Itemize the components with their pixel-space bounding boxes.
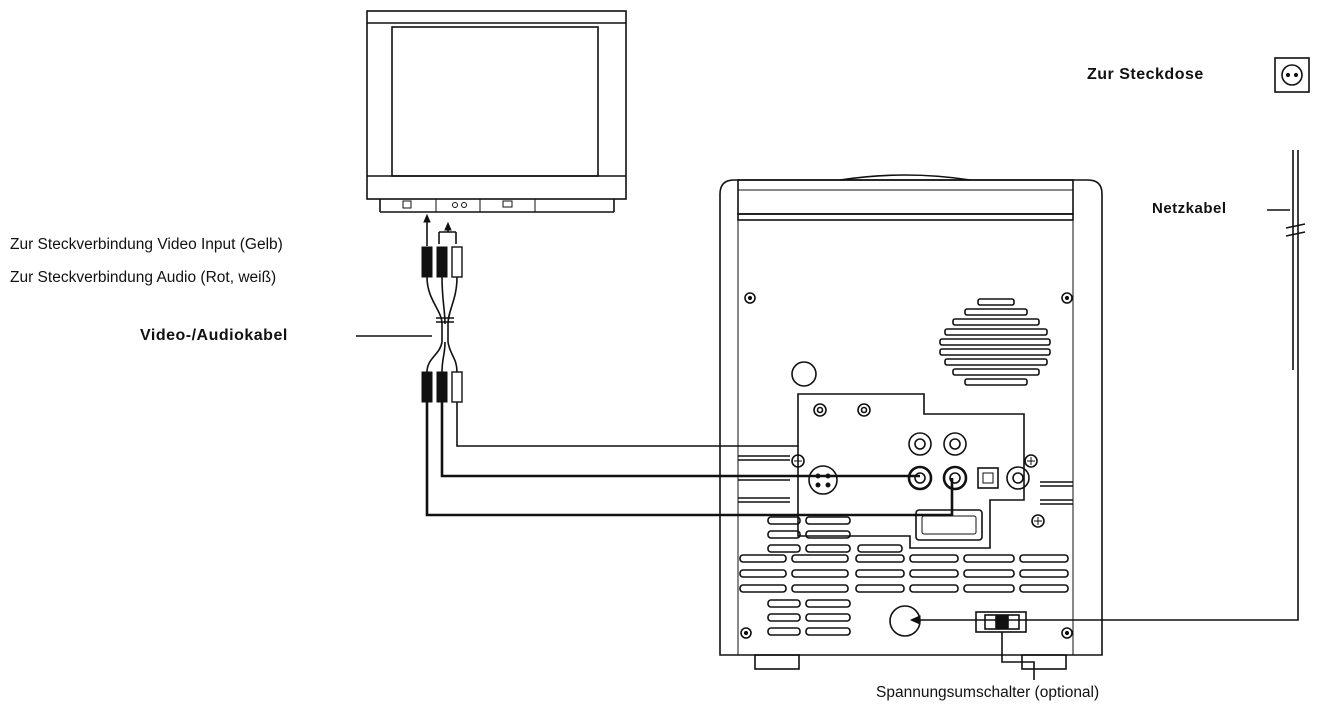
device-rear-view — [719, 174, 1103, 680]
screw-top-left — [744, 292, 756, 304]
power-cable — [909, 57, 1310, 625]
tv-jack-2 — [461, 202, 467, 208]
wall-socket-icon — [1274, 57, 1310, 93]
screw-top-right — [1061, 292, 1073, 304]
screw-bottom-left — [740, 627, 752, 639]
label-av-cable: Video-/Audiokabel — [140, 327, 288, 344]
device-top-panel — [737, 179, 1074, 215]
jack-audio-out-1 — [908, 432, 932, 456]
voltage-switch — [975, 611, 1027, 633]
jack-video — [942, 465, 968, 491]
plug-red-bottom — [436, 371, 448, 403]
wire-power — [920, 370, 1299, 621]
label-video-input: Zur Steckverbindung Video Input (Gelb) — [10, 236, 283, 253]
plug-video-bottom — [421, 371, 433, 403]
plug-video-top — [421, 246, 433, 278]
tv-jack-1 — [452, 202, 458, 208]
tv-illustration — [366, 10, 627, 213]
vent-slots — [739, 516, 1069, 636]
wire-white — [456, 402, 798, 447]
scart-port — [915, 509, 983, 541]
plug-red-top — [436, 246, 448, 278]
wire-red — [440, 402, 920, 478]
av-cable — [356, 213, 954, 517]
s-video-jack — [808, 465, 838, 495]
jack-audio-out-2 — [943, 432, 967, 456]
speaker-vent — [939, 298, 1051, 386]
plug-white-top — [451, 246, 463, 278]
connector-panel — [797, 393, 1025, 549]
wire-video — [425, 402, 954, 517]
label-socket: Zur Steckdose — [1087, 66, 1204, 83]
device-foot-left — [754, 654, 800, 670]
screw-bottom-right — [1061, 627, 1073, 639]
antenna-jack — [791, 361, 817, 387]
label-voltage-switch: Spannungsumschalter (optional) — [876, 684, 1100, 701]
label-leader-switch — [1001, 632, 1035, 680]
jack-coax — [1006, 466, 1030, 490]
tv-outer-frame — [366, 10, 627, 200]
label-audio: Zur Steckverbindung Audio (Rot, weiß) — [10, 269, 277, 286]
label-power-cable: Netzkabel — [1152, 200, 1227, 217]
optical-port — [977, 467, 999, 489]
tv-screen — [391, 26, 599, 177]
plug-white-bottom — [451, 371, 463, 403]
jack-red — [907, 465, 933, 491]
tv-power-button — [402, 200, 412, 209]
device-housing — [719, 179, 1103, 656]
